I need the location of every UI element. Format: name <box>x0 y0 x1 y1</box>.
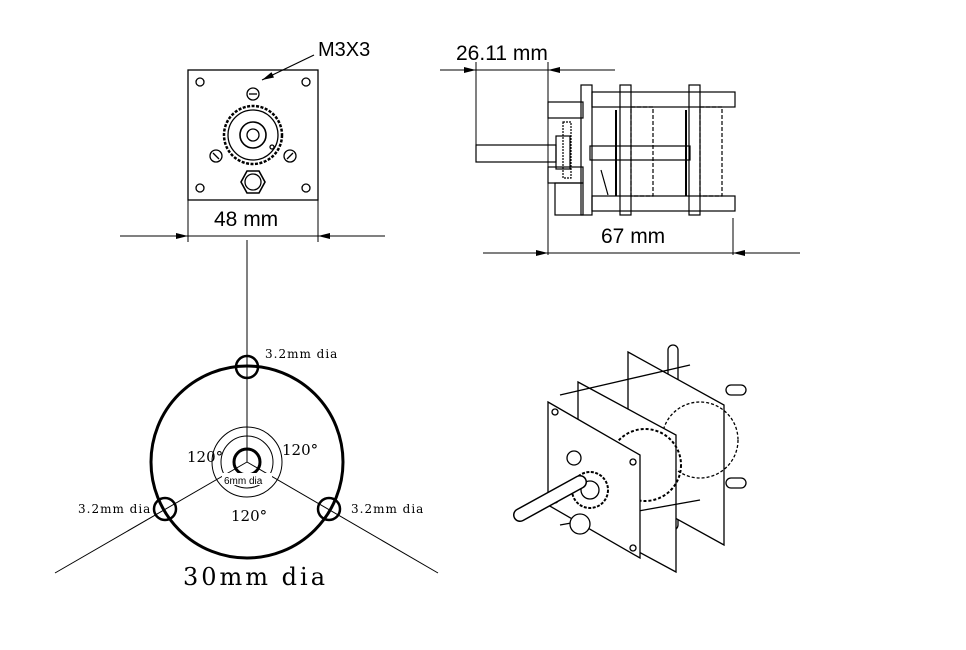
middle-plate <box>619 84 632 216</box>
mounting-plate <box>187 69 319 201</box>
angle-arc-outer <box>211 426 283 498</box>
corner-hole <box>301 183 311 193</box>
mounting-hole-left <box>152 496 178 522</box>
corner-hole <box>195 77 205 87</box>
screw-head <box>246 87 260 101</box>
shaft <box>475 144 557 163</box>
mounting-hole-top <box>234 354 260 380</box>
hole-label-top: 3.2mm dia <box>265 347 338 361</box>
angle-label-left: 120° <box>187 448 223 466</box>
shaft-hole <box>246 128 260 142</box>
hex-nut <box>569 513 591 535</box>
side-gear <box>562 121 572 179</box>
body-length-label: 67 mm <box>601 225 665 248</box>
rear-plate <box>688 84 701 216</box>
angle-label-bottom: 120° <box>231 507 267 525</box>
center-hole-label: 6mm dia <box>224 476 263 487</box>
screw-head <box>209 149 223 163</box>
front-plate <box>580 84 593 216</box>
circle-diameter-label: 30mm dia <box>183 563 328 591</box>
shaft-boss <box>239 121 267 149</box>
hole-label-right: 3.2mm dia <box>351 502 424 516</box>
shaft <box>514 476 586 521</box>
gear-rim <box>227 109 279 161</box>
angle-arc-inner <box>220 435 274 489</box>
side-view <box>440 62 800 256</box>
screw-label: M3X3 <box>318 39 370 61</box>
mounting-hole-right <box>316 496 342 522</box>
isometric-view <box>513 344 747 574</box>
shaft-length-label: 26.11 mm <box>456 42 548 65</box>
hex-nut <box>240 170 266 194</box>
hole-label-left: 3.2mm dia <box>78 502 151 516</box>
angle-label-right: 120° <box>282 441 318 459</box>
front-view <box>120 54 385 242</box>
wafer-contacts <box>630 106 654 197</box>
corner-hole <box>301 77 311 87</box>
knurled-gear <box>222 104 284 166</box>
bolt-circle <box>149 364 345 560</box>
width-label: 48 mm <box>214 208 278 231</box>
corner-hole <box>195 183 205 193</box>
wafer-contacts <box>699 106 723 197</box>
screw-head <box>283 149 297 163</box>
